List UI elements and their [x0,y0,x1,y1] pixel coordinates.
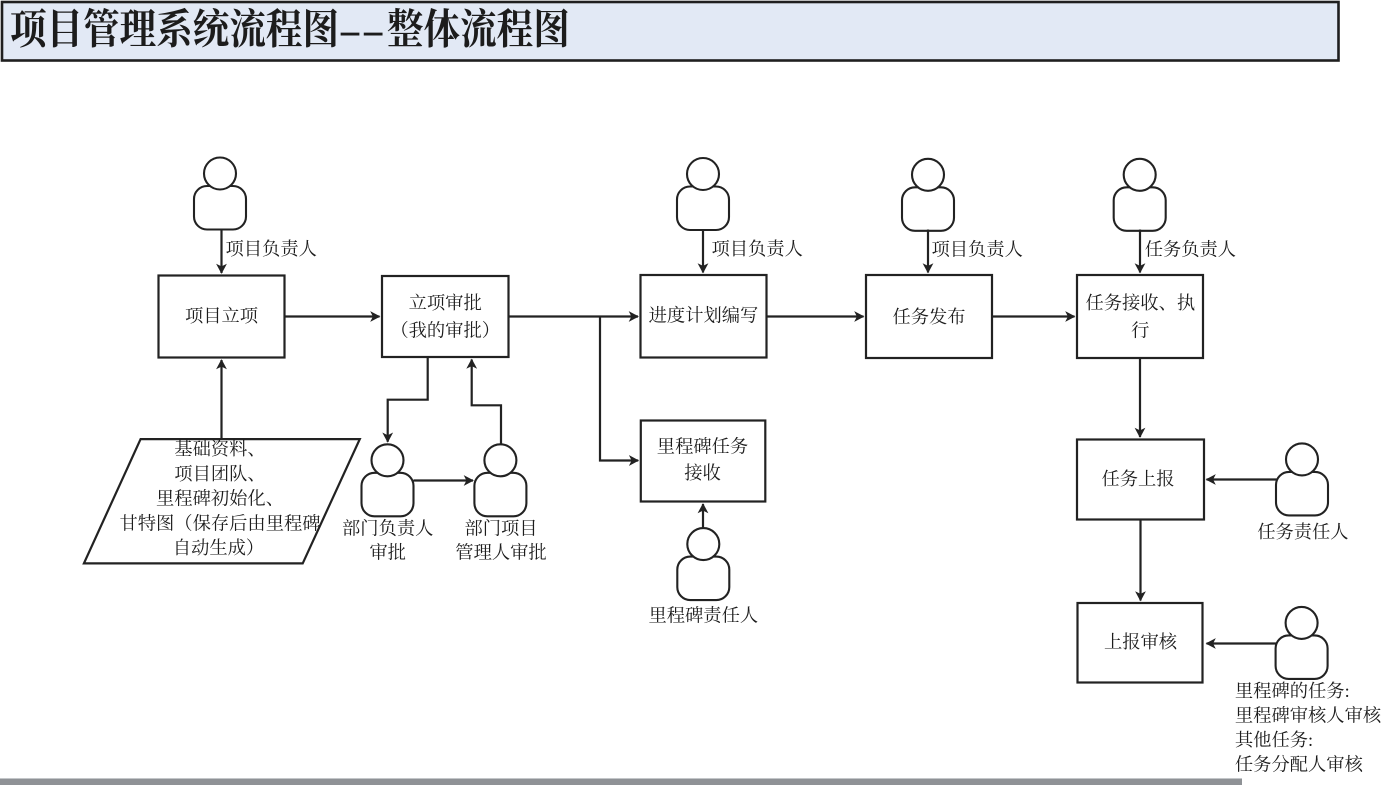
svg-text:（我的审批）: （我的审批） [390,320,500,340]
svg-text:审批: 审批 [369,543,406,563]
svg-text:部门负责人: 部门负责人 [342,519,433,539]
svg-text:项目负责人: 项目负责人 [932,240,1023,260]
svg-text:上报审核: 上报审核 [1104,631,1178,652]
svg-text:自动生成）: 自动生成） [173,538,264,558]
svg-text:任务接收、执: 任务接收、执 [1085,293,1195,313]
svg-text:任务负责人: 任务负责人 [1145,240,1236,260]
svg-text:管理人审批: 管理人审批 [455,543,546,563]
svg-text:任务分配人审核: 任务分配人审核 [1235,755,1364,775]
svg-text:里程碑初始化、: 里程碑初始化、 [156,489,284,509]
svg-text:里程碑的任务:: 里程碑的任务: [1235,681,1350,701]
svg-text:里程碑责任人: 里程碑责任人 [648,606,758,626]
svg-text:行: 行 [1131,320,1149,340]
svg-text:项目立项: 项目立项 [185,306,259,326]
svg-text:部门项目: 部门项目 [464,519,537,539]
svg-text:立项审批: 立项审批 [409,293,482,313]
svg-text:接收: 接收 [684,463,721,483]
svg-text:项目负责人: 项目负责人 [226,239,317,259]
svg-text:任务上报: 任务上报 [1101,468,1174,489]
svg-text:里程碑任务: 里程碑任务 [657,436,748,456]
svg-text:甘特图（保存后由里程碑: 甘特图（保存后由里程碑 [119,513,320,533]
svg-text:项目负责人: 项目负责人 [712,239,803,259]
svg-text:基础资料、: 基础资料、 [174,439,265,459]
svg-text:任务发布: 任务发布 [892,307,965,327]
svg-text:里程碑审核人审核: 里程碑审核人审核 [1235,706,1382,726]
svg-text:其他任务:: 其他任务: [1235,730,1313,750]
svg-text:进度计划编写: 进度计划编写 [649,305,759,325]
svg-text:项目管理系统流程图––整体流程图: 项目管理系统流程图––整体流程图 [10,7,570,53]
svg-text:项目团队、: 项目团队、 [174,464,265,484]
svg-text:任务责任人: 任务责任人 [1257,522,1348,542]
